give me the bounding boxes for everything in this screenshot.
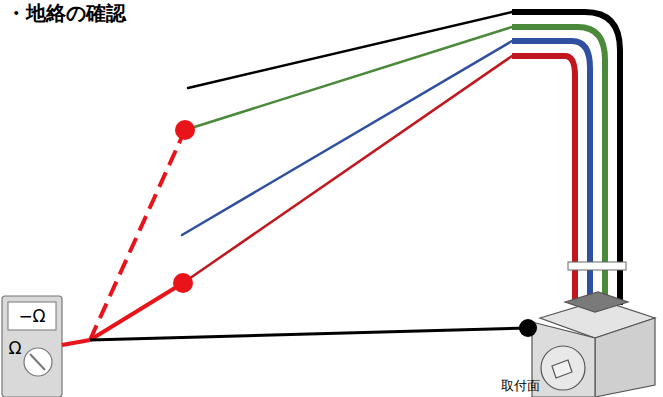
motor-front [532,322,595,397]
probe-tip [519,319,537,337]
label-wrap: 取付面 [501,379,540,393]
probe-dashed [90,130,185,340]
probe-red [90,283,183,340]
motor-boss [541,346,585,390]
motor-connector [565,292,628,312]
green-wire [185,27,512,130]
probe-black [90,328,528,340]
red-wire [183,56,512,283]
display-reading: −Ω [18,307,45,326]
multimeter-display [8,302,56,330]
cable-tie [568,262,626,270]
title: ・地絡の確認 [6,2,126,24]
probe-lead [62,340,90,345]
multimeter-dial [24,348,52,376]
label-wrap: Ω [9,339,22,358]
dial-symbol: Ω [9,339,22,358]
black-cable [512,12,620,305]
title-wrap: ・地絡の確認 [6,2,126,24]
multimeter [2,296,62,397]
probe-tip [175,120,195,140]
motor-side [595,318,655,397]
dial-pointer [30,354,45,370]
motor [532,292,655,397]
cable-bundle [512,12,620,305]
black-wire [188,12,512,88]
part-label: 取付面 [501,379,540,393]
wire-ends [182,12,512,283]
label-wrap: −Ω [18,307,45,326]
blue-wire [182,41,512,235]
motor-shaft [552,360,572,378]
probe-tip [173,273,193,293]
red-cable [512,56,575,305]
multimeter-body [2,296,62,397]
